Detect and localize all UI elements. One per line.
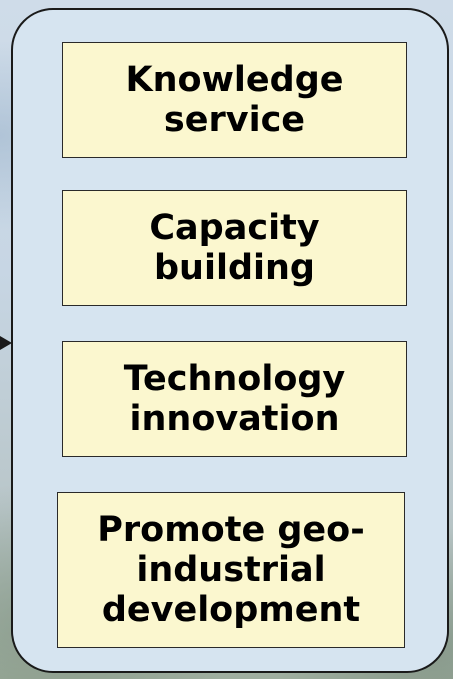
promote-geo-industrial-development-box: Promote geo- industrial development <box>57 492 405 648</box>
box-label-line: building <box>154 248 315 288</box>
box-label-line: Promote geo- <box>97 510 365 550</box>
box-label-line: industrial <box>136 550 326 590</box>
capacity-building-box: Capacity building <box>62 190 407 306</box>
knowledge-service-box: Knowledge service <box>62 42 407 158</box>
box-label-line: development <box>101 590 361 630</box>
technology-innovation-box: Technology innovation <box>62 341 407 457</box>
box-label-line: innovation <box>129 399 340 439</box>
box-label-line: service <box>163 100 306 140</box>
box-label-line: Knowledge <box>125 60 344 100</box>
arrowhead-icon <box>0 336 12 350</box>
box-label-line: Capacity <box>149 208 320 248</box>
box-label-line: Technology <box>123 359 346 399</box>
